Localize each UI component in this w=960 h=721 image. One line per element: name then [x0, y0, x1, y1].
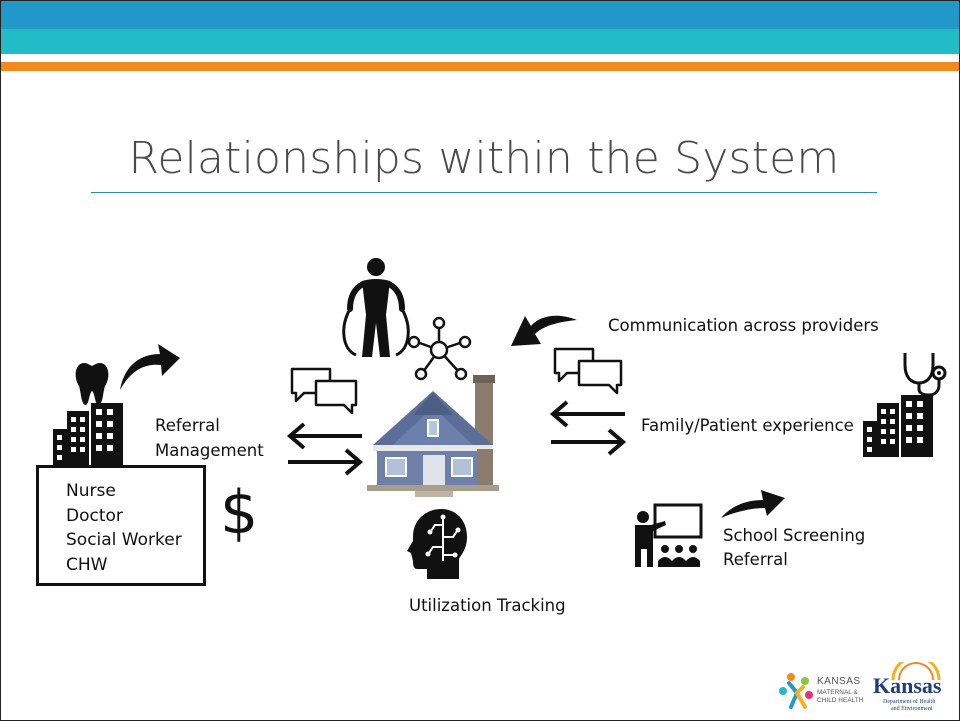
network-icon	[407, 316, 472, 381]
mch-logo-text-3: CHILD HEALTH	[817, 697, 864, 704]
city-buildings-icon	[53, 403, 123, 465]
staff-box: Nurse Doctor Social Worker CHW	[36, 465, 206, 586]
chat-bubbles-icon	[290, 367, 358, 415]
curved-arrow-icon	[721, 490, 785, 518]
house-icon	[367, 375, 499, 497]
header-band-teal	[1, 29, 959, 54]
referral-label-line2: Management	[155, 441, 264, 460]
utilization-label: Utilization Tracking	[409, 596, 566, 615]
kdhe-logo-name: Kansas	[873, 673, 942, 698]
mch-logo-text-2: MATERNAL &	[817, 689, 858, 696]
referral-label-line1: Referral	[155, 416, 220, 435]
teacher-classroom-icon	[635, 503, 703, 567]
staff-item-chw: CHW	[66, 554, 108, 575]
staff-item-nurse: Nurse	[66, 481, 116, 501]
family-label: Family/Patient experience	[641, 416, 854, 435]
slide-title: Relationships within the System	[128, 133, 840, 184]
kdhe-logo-text-1: Department of Health	[883, 699, 936, 705]
school-label-line1: School Screening	[723, 526, 866, 545]
mch-logo-text-1: KANSAS	[817, 676, 861, 687]
tooth-icon	[75, 363, 109, 406]
curved-arrow-icon	[120, 344, 180, 390]
city-buildings-icon	[863, 395, 933, 457]
kdhe-sunflower-icon	[891, 662, 941, 680]
title-underline	[91, 192, 877, 193]
mch-logo-icon	[779, 673, 813, 709]
header-band-orange	[1, 62, 959, 71]
stethoscope-icon	[903, 353, 947, 397]
jump-rope-person-icon	[342, 258, 410, 357]
header-band-blue	[1, 1, 959, 29]
kdhe-logo-text-2: and Environment	[891, 706, 933, 712]
brain-head-icon	[407, 509, 467, 579]
exchange-arrows-icon	[286, 422, 364, 476]
chat-bubbles-icon	[553, 347, 623, 395]
communication-label: Communication across providers	[608, 316, 879, 335]
school-label-line2: Referral	[723, 550, 788, 569]
exchange-arrows-icon	[549, 400, 627, 456]
staff-item-social-worker: Social Worker	[66, 530, 182, 550]
dollar-sign: $	[220, 478, 259, 548]
curved-arrow-icon	[511, 315, 577, 346]
staff-item-doctor: Doctor	[66, 505, 123, 526]
